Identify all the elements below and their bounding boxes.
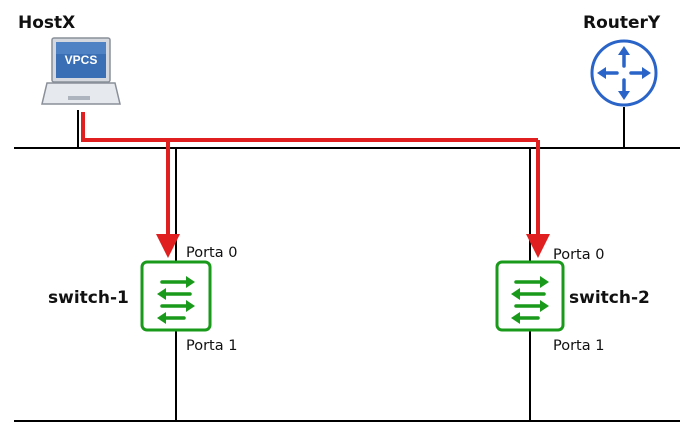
switch-1-port-top: Porta 0 (186, 245, 237, 261)
router-label: RouterY (583, 13, 661, 33)
router-node[interactable]: RouterY (583, 13, 661, 107)
switch-1-label: switch-1 (48, 288, 129, 308)
switch-icon (495, 260, 565, 332)
switch-1-port-bottom: Porta 1 (186, 338, 237, 354)
switch-1-node[interactable]: switch-1 Porta 0 Porta 1 (48, 245, 237, 354)
host-node[interactable]: VPCS HostX (18, 13, 121, 105)
router-icon (590, 39, 658, 107)
traffic-path (81, 112, 538, 142)
switch-2-port-top: Porta 0 (553, 247, 604, 263)
switch-icon (140, 260, 212, 332)
switch-2-label: switch-2 (569, 288, 650, 308)
switch-2-port-bottom: Porta 1 (553, 338, 604, 354)
host-label: HostX (18, 13, 75, 33)
laptop-screen-text: VPCS (65, 53, 98, 67)
laptop-icon: VPCS (41, 37, 121, 105)
switch-2-node[interactable]: switch-2 Porta 0 Porta 1 (495, 247, 650, 354)
